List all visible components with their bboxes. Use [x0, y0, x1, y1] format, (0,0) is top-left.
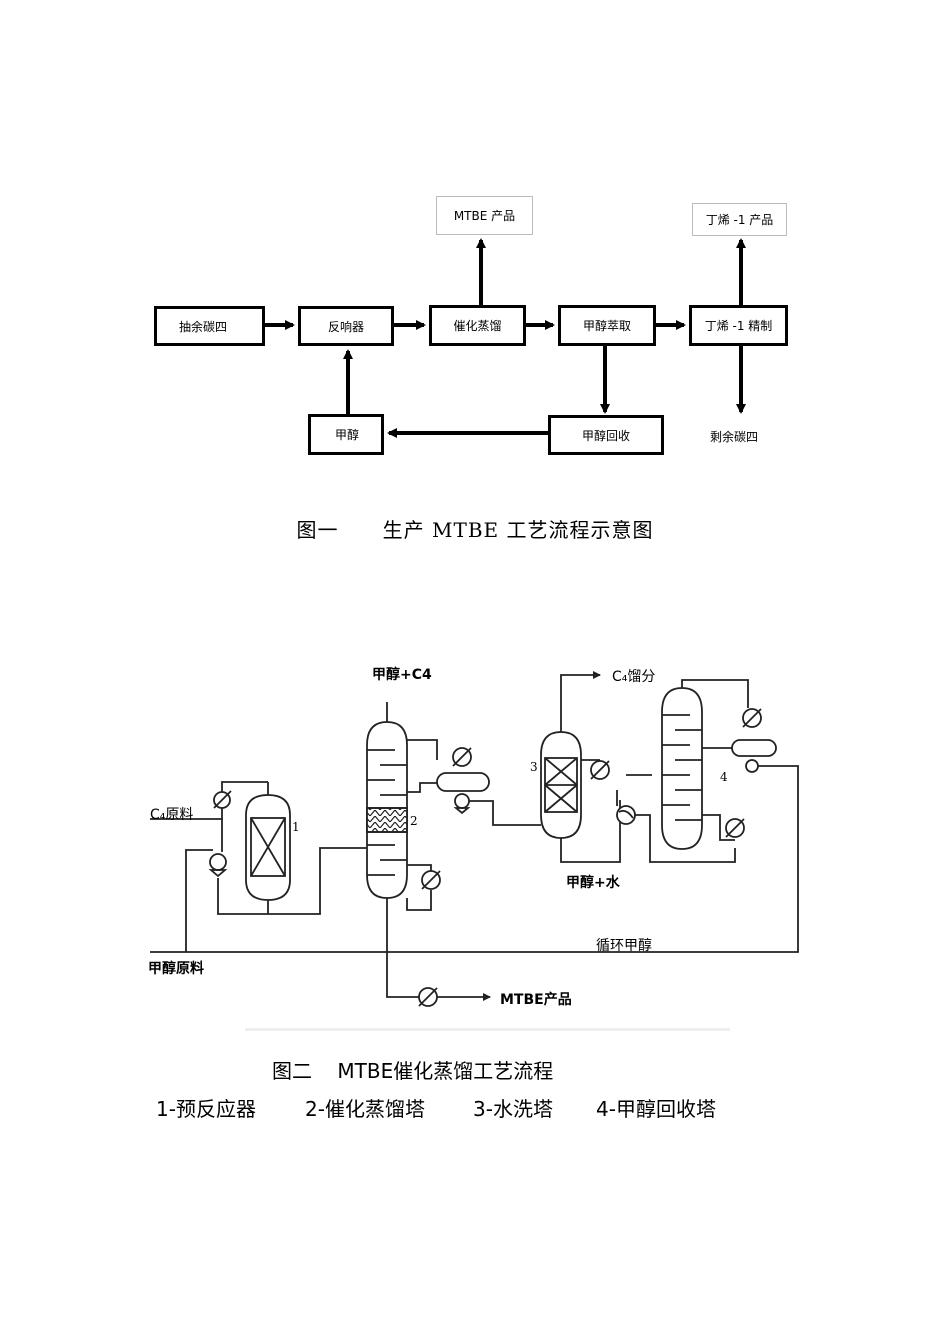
box-methanol-extraction-label: 甲醇萃取	[582, 319, 631, 333]
legend-item-2: 2-催化蒸馏塔	[305, 1097, 425, 1121]
vessel-number-1: 1	[292, 820, 300, 834]
label-methanol-c4: 甲醇+C4	[372, 667, 432, 683]
label-recycle-methanol: 循环甲醇	[596, 938, 652, 954]
box-raffinate-c4-label: 抽余碳四	[179, 319, 228, 334]
catalytic-distillation-column	[366, 721, 408, 899]
pre-reactor-vessel	[245, 782, 291, 914]
vessel-number-4: 4	[720, 770, 728, 784]
box-mtbe-product: MTBE 产品	[436, 196, 533, 235]
label-c4-feed: C₄原料	[150, 807, 194, 823]
figure1-caption: 图一 生产 MTBE 工艺流程示意图	[296, 518, 654, 542]
methanol-recovery-column	[661, 687, 703, 850]
label-methanol-water: 甲醇+水	[566, 875, 620, 891]
box-reactor: 反响器	[298, 306, 394, 346]
box-catalytic-distillation-label: 催化蒸馏	[453, 319, 502, 333]
label-mtbe-product: MTBE产品	[500, 992, 572, 1008]
vessel-number-2: 2	[410, 814, 418, 828]
box-catalytic-distillation: 催化蒸馏	[429, 305, 526, 346]
box-mtbe-product-label: MTBE 产品	[453, 209, 516, 223]
box-methanol-recovery: 甲醇回收	[548, 415, 664, 455]
label-methanol-feed: 甲醇原料	[148, 961, 204, 977]
label-c4-fraction: C₄馏分	[612, 669, 656, 685]
legend-item-1: 1-预反应器	[156, 1097, 256, 1121]
legend-item-3: 3-水洗塔	[473, 1097, 553, 1121]
box-butene-refining-label: 丁烯 -1 精制	[704, 319, 773, 333]
figure2-separator	[245, 1028, 730, 1031]
residual-c4-label: 剩余碳四	[710, 430, 759, 444]
box-methanol-recovery-label: 甲醇回收	[581, 428, 630, 443]
box-butene-refining: 丁烯 -1 精制	[689, 305, 788, 346]
box-reactor-label: 反响器	[327, 319, 364, 334]
legend-item-4: 4-甲醇回收塔	[596, 1097, 716, 1121]
box-methanol-extraction: 甲醇萃取	[558, 305, 656, 346]
figure2-caption: 图二 MTBE催化蒸馏工艺流程	[272, 1059, 554, 1083]
box-raffinate-c4: 抽余碳四	[154, 306, 265, 346]
vessel-number-3: 3	[530, 760, 538, 774]
water-wash-column	[540, 731, 582, 839]
box-butene-product: 丁烯 -1 产品	[692, 203, 787, 236]
box-methanol-label: 甲醇	[335, 428, 360, 442]
figure1-arrows	[265, 238, 746, 438]
box-methanol: 甲醇	[308, 414, 384, 455]
box-butene-product-label: 丁烯 -1 产品	[705, 213, 774, 227]
